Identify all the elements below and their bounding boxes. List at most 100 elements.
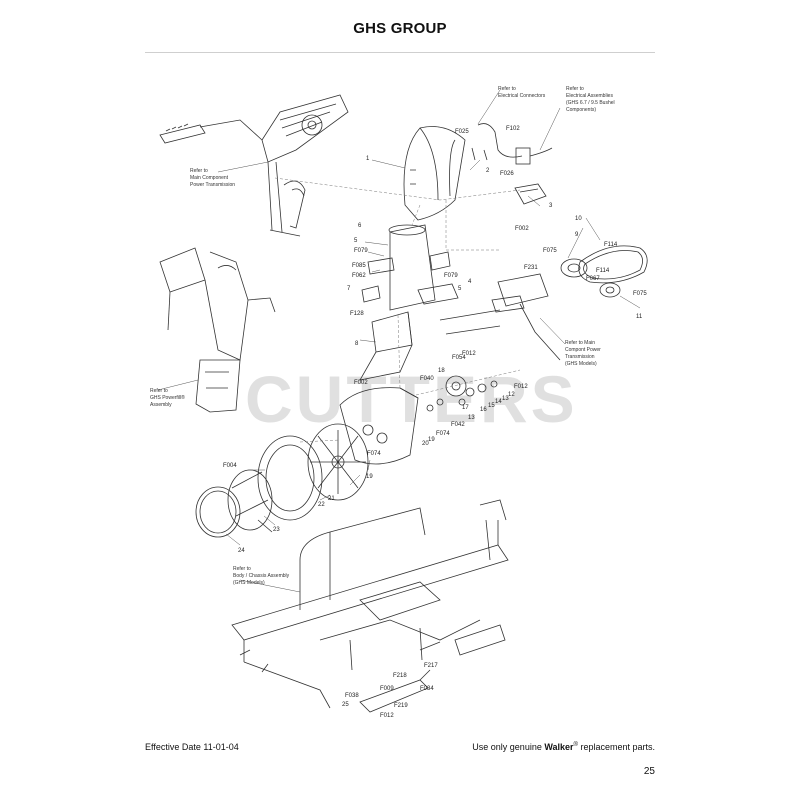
- callout-15: 15: [488, 403, 495, 409]
- callout-5a: 5: [354, 238, 358, 244]
- callout-7: 7: [347, 286, 351, 292]
- note-body-chassis: Refer to Body / Chassis Assembly (GHS Mo…: [233, 566, 290, 586]
- callout-f002b: F002: [354, 380, 368, 386]
- page-number: 25: [643, 766, 655, 777]
- callout-f012c: F012: [380, 713, 394, 719]
- callout-f085: F085: [352, 263, 366, 269]
- callout-1: 1: [366, 156, 370, 162]
- title-rule: [145, 52, 655, 53]
- callout-5b: 5: [458, 286, 462, 292]
- callout-f034: F034: [420, 686, 434, 692]
- diagram-linework: [159, 94, 648, 713]
- callout-3: 3: [549, 203, 553, 209]
- callout-f009: F009: [380, 686, 394, 692]
- callout-f114a: F114: [604, 242, 618, 248]
- inlet-ring: [195, 469, 273, 538]
- callout-11: 11: [636, 314, 643, 320]
- callout-f079b: F079: [444, 273, 458, 279]
- callout-24: 24: [238, 548, 245, 554]
- svg-text:Power Transmission: Power Transmission: [190, 182, 235, 188]
- callout-13b: 13: [468, 415, 475, 421]
- callout-f075a: F075: [543, 248, 557, 254]
- reference-notes: Refer to Electrical Connectors Refer to …: [150, 86, 615, 586]
- note-electrical-assemblies: Refer to Electrical Assemblies (GHS 6.7 …: [566, 86, 615, 113]
- bottom-bracket: [359, 669, 431, 713]
- chute-top: [403, 126, 466, 221]
- callout-19b: 19: [366, 474, 373, 480]
- note-main-component: Refer to Main Component Power Transmissi…: [190, 168, 235, 188]
- callout-2: 2: [486, 168, 490, 174]
- svg-text:(GHS Models): (GHS Models): [565, 361, 597, 367]
- callout-22: 22: [318, 502, 325, 508]
- part-callouts: 1 2 3 4 5 5 6 7 8 9 10 11 12 13 13 14 15…: [223, 126, 647, 719]
- callout-f231: F231: [524, 265, 538, 271]
- callout-25: 25: [342, 702, 349, 708]
- callout-f062: F062: [352, 273, 366, 279]
- callout-10: 10: [575, 216, 582, 222]
- callout-f042: F042: [451, 422, 465, 428]
- svg-text:Refer to: Refer to: [498, 86, 516, 92]
- svg-text:Main Component: Main Component: [190, 175, 229, 181]
- belt-pulley-assembly: [560, 245, 648, 298]
- callout-f114b: F114: [596, 268, 610, 274]
- callout-21: 21: [328, 496, 335, 502]
- svg-text:Refer to: Refer to: [190, 168, 208, 174]
- callout-f079a: F079: [354, 248, 368, 254]
- svg-text:Refer to: Refer to: [233, 566, 251, 572]
- svg-text:Refer to: Refer to: [150, 388, 168, 394]
- svg-text:Components): Components): [566, 107, 596, 113]
- gearbox: [439, 273, 561, 361]
- callout-f002a: F002: [515, 226, 529, 232]
- callout-f218: F218: [393, 673, 407, 679]
- callout-20: 20: [422, 441, 429, 447]
- callout-19a: 19: [428, 437, 435, 443]
- svg-text:Body / Chassis Assembly: Body / Chassis Assembly: [233, 573, 290, 579]
- callout-f067: F067: [586, 276, 600, 282]
- impeller: [307, 423, 369, 501]
- svg-text:Refer to: Refer to: [566, 86, 584, 92]
- leader-lines: [157, 89, 641, 593]
- callout-f102: F102: [506, 126, 520, 132]
- callout-16: 16: [480, 407, 487, 413]
- svg-text:Electrical Assemblies: Electrical Assemblies: [566, 93, 613, 99]
- callout-17: 17: [462, 405, 469, 411]
- svg-text:Electrical Connectors: Electrical Connectors: [498, 93, 546, 99]
- callout-14: 14: [495, 399, 502, 405]
- callout-f040: F040: [420, 376, 434, 382]
- electrical-components: [471, 123, 553, 205]
- callout-f075b: F075: [633, 291, 647, 297]
- handle-lever-assembly: [159, 94, 349, 237]
- callout-9: 9: [575, 232, 579, 238]
- callout-f128: F128: [350, 311, 364, 317]
- callout-f004: F004: [223, 463, 237, 469]
- svg-text:Transmission: Transmission: [565, 354, 595, 360]
- callout-f012b: F012: [514, 384, 528, 390]
- powerfill-assembly: [159, 247, 276, 413]
- funnel-parts: [361, 224, 459, 311]
- callout-f025: F025: [455, 129, 469, 135]
- note-main-compont-ghs: Refer to Main Compont Power Transmission…: [565, 340, 601, 367]
- watermark-text: CUTTERS: [245, 362, 578, 436]
- note-electrical-connectors: Refer to Electrical Connectors: [498, 86, 546, 99]
- dashed-alignment-lines: [274, 177, 521, 443]
- page-title: GHS GROUP: [353, 20, 447, 37]
- callout-6: 6: [358, 223, 362, 229]
- chassis-frame: [231, 499, 509, 709]
- svg-text:Assembly: Assembly: [150, 402, 172, 408]
- gear-cluster: [426, 375, 498, 412]
- callout-f074a: F074: [436, 431, 450, 437]
- svg-text:GHS Powerfill®: GHS Powerfill®: [150, 394, 185, 401]
- footer-notice: Use only genuine Walker® replacement par…: [472, 742, 655, 752]
- gasket-plate: [257, 435, 323, 521]
- svg-text:(GHS Models): (GHS Models): [233, 580, 265, 586]
- svg-text:Refer to Main: Refer to Main: [565, 340, 595, 346]
- callout-f219: F219: [394, 703, 408, 709]
- effective-date: Effective Date 11-01-04: [145, 742, 239, 752]
- callout-12: 12: [508, 392, 515, 398]
- callout-8: 8: [355, 341, 359, 347]
- callout-23: 23: [273, 527, 280, 533]
- callout-f074b: F074: [367, 451, 381, 457]
- callout-f217: F217: [424, 663, 438, 669]
- callout-f012a: F012: [462, 351, 476, 357]
